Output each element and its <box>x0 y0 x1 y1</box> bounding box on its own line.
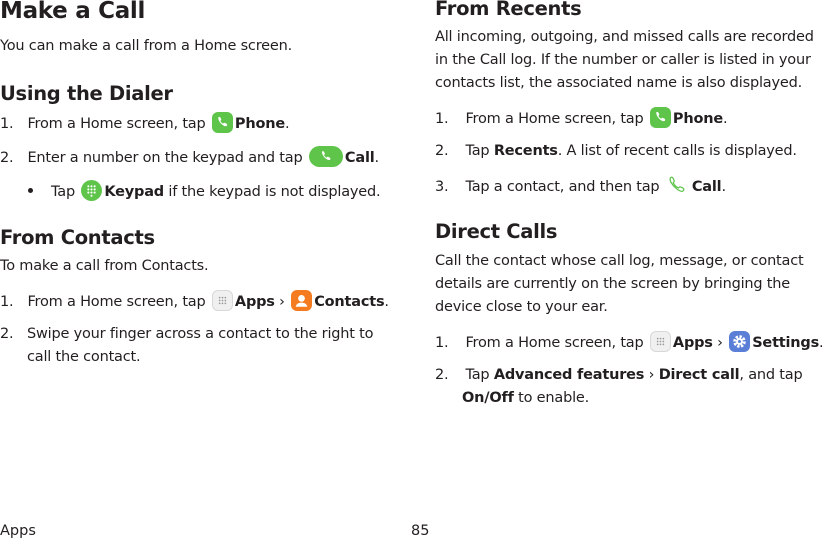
direct-step-1: 1. From a Home screen, tap Apps › Setting… <box>435 331 823 353</box>
contacts-step-2-line-2: call the contact. <box>27 349 141 365</box>
step-text: Tap <box>465 367 490 383</box>
step-number: 1. <box>435 111 449 127</box>
contacts-app-icon <box>291 290 313 311</box>
recents-step-3: 3. Tap a contact, and then tap Call. <box>435 175 726 197</box>
settings-gear-icon <box>729 331 751 352</box>
step-text: From a Home screen, tap <box>27 294 206 310</box>
step-number: 1. <box>0 116 14 132</box>
recents-step-1: 1. From a Home screen, tap Phone. <box>435 107 728 129</box>
phone-label: Phone <box>234 116 285 132</box>
punct: . <box>723 111 728 127</box>
chevron-right-icon: › <box>717 335 723 351</box>
apps-label: Apps <box>234 294 275 310</box>
recents-para-line-1: All incoming, outgoing, and missed calls… <box>435 29 814 45</box>
step-number: 2. <box>0 150 14 166</box>
step-text: Tap a contact, and then tap <box>465 179 660 195</box>
heading-direct-calls: Direct Calls <box>435 220 558 243</box>
phone-label: Phone <box>672 111 723 127</box>
step-number: 3. <box>435 179 449 195</box>
chevron-right-icon: › <box>279 294 285 310</box>
step-text: Tap <box>51 184 75 200</box>
step-text: From a Home screen, tap <box>27 116 206 132</box>
call-label: Call <box>344 150 375 166</box>
direct-step-2-line-2: On/Off to enable. <box>462 388 589 408</box>
punct: . <box>374 150 380 166</box>
keypad-icon <box>81 180 103 201</box>
contacts-step-1: 1. From a Home screen, tap Apps › Contact… <box>0 290 389 312</box>
step-text: Enter a number on the keypad and tap <box>27 150 303 166</box>
apps-icon <box>211 290 233 311</box>
apps-icon <box>649 331 671 352</box>
intro-text: You can make a call from a Home screen. <box>0 38 292 54</box>
keypad-label: Keypad <box>104 184 164 200</box>
step-number: 2. <box>435 143 449 159</box>
direct-step-2: 2. Tap Advanced features › Direct call, a… <box>435 365 803 385</box>
step-text: Tap <box>465 143 490 159</box>
bullet-end: if the keypad is not displayed. <box>164 184 381 200</box>
on-off-label: On/Off <box>462 390 514 406</box>
recents-para-line-2: in the Call log. If the number or caller… <box>435 52 811 68</box>
contacts-step-2-number: 2. <box>0 326 14 342</box>
page-title: Make a Call <box>0 0 146 24</box>
step-end: . A list of recent calls is displayed. <box>557 143 797 159</box>
dialer-step-2: 2. Enter a number on the keypad and tap C… <box>0 146 379 168</box>
heading-from-contacts: From Contacts <box>0 226 155 249</box>
step-number: 1. <box>435 335 449 351</box>
direct-para-line-2: details are currently on the screen by b… <box>435 276 790 292</box>
recents-step-2: 2. Tap Recents. A list of recent calls is… <box>435 141 797 161</box>
bullet-icon <box>28 188 33 193</box>
contacts-label: Contacts <box>314 294 385 310</box>
recents-para-line-3: contacts list, the associated name is al… <box>435 75 803 91</box>
direct-para-line-1: Call the contact whose call log, message… <box>435 253 804 269</box>
step-number: 1. <box>0 294 14 310</box>
phone-app-icon <box>649 107 671 128</box>
advanced-features-label: Advanced features <box>493 367 645 383</box>
phone-app-icon <box>211 112 233 133</box>
punct: . <box>819 335 823 351</box>
apps-label: Apps <box>672 335 713 351</box>
punct: . <box>384 294 389 310</box>
heading-using-dialer: Using the Dialer <box>0 82 173 105</box>
call-label: Call <box>691 179 722 195</box>
contacts-step-2-line-1: Swipe your finger across a contact to th… <box>27 326 374 342</box>
heading-from-recents: From Recents <box>435 0 582 20</box>
punct: . <box>285 116 290 132</box>
step-end: to enable. <box>513 390 590 406</box>
step-text: From a Home screen, tap <box>465 335 644 351</box>
call-button-icon <box>308 146 343 167</box>
direct-call-label: Direct call <box>658 367 740 383</box>
call-outline-icon <box>666 175 690 196</box>
recents-label: Recents <box>493 143 558 159</box>
footer-section: Apps <box>0 523 36 539</box>
step-text: From a Home screen, tap <box>465 111 644 127</box>
dialer-bullet: Tap Keypad if the keypad is not displaye… <box>28 180 381 202</box>
page-number: 85 <box>411 523 430 539</box>
settings-label: Settings <box>752 335 820 351</box>
chevron-right-icon: › <box>648 367 655 383</box>
direct-para-line-3: device close to your ear. <box>435 299 608 315</box>
dialer-step-1: 1. From a Home screen, tap Phone. <box>0 112 290 134</box>
step-number: 2. <box>435 367 449 383</box>
contacts-intro: To make a call from Contacts. <box>0 258 209 274</box>
punct: . <box>721 179 726 195</box>
step-text-mid: , and tap <box>739 367 803 383</box>
